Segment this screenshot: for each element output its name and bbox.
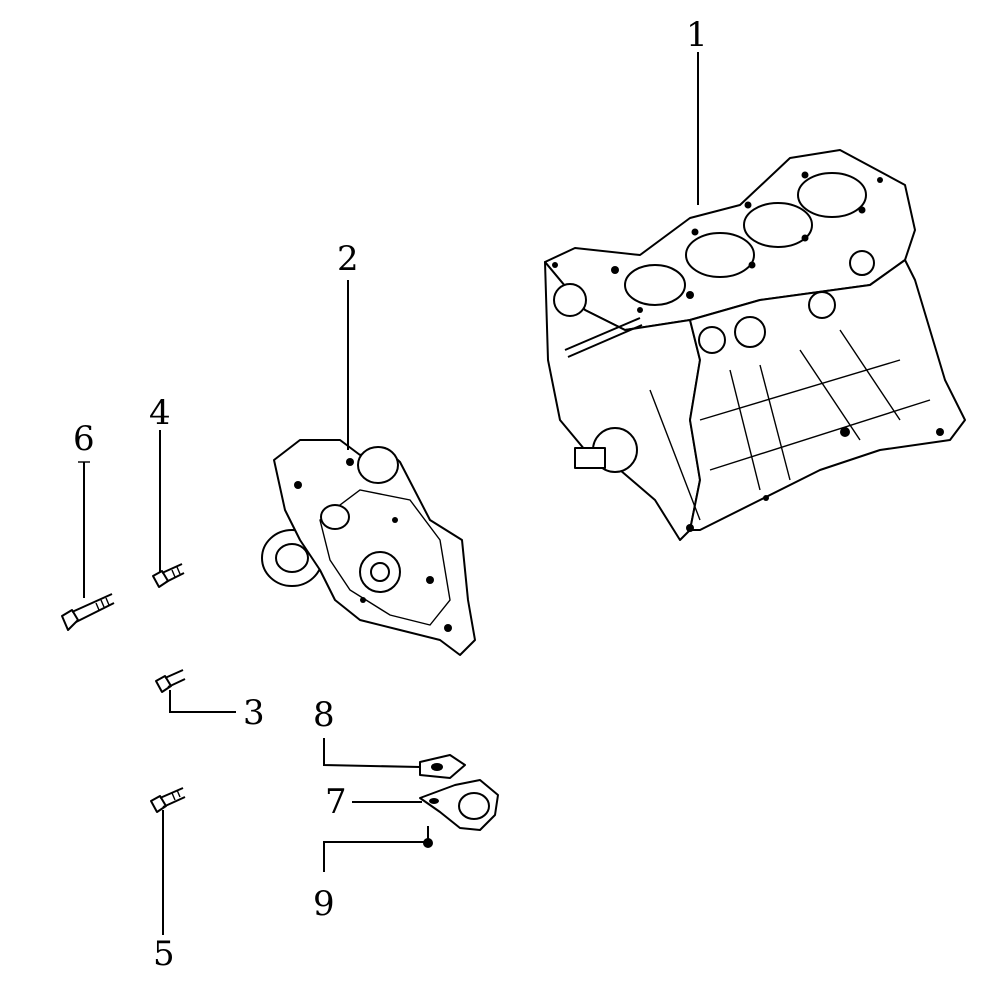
callout-9: 9 [313,884,335,924]
callout-7: 7 [325,782,347,822]
cylinder-block [544,149,966,541]
bolt-long [61,593,115,631]
leader-lines [78,52,699,935]
bolt-short-lower [150,787,186,813]
oil-pump [261,439,476,656]
callout-3: 3 [243,693,265,733]
callout-8: 8 [313,695,335,735]
callout-4: 4 [149,393,171,433]
bolt-short-middle [155,669,186,693]
gasket [419,754,466,779]
callout-6: 6 [73,419,95,459]
callout-5: 5 [153,934,175,974]
small-bolt [423,826,433,848]
bolt-short-upper [152,563,185,588]
callout-2: 2 [337,239,359,279]
callout-1: 1 [686,15,708,55]
oil-strainer [419,779,499,831]
